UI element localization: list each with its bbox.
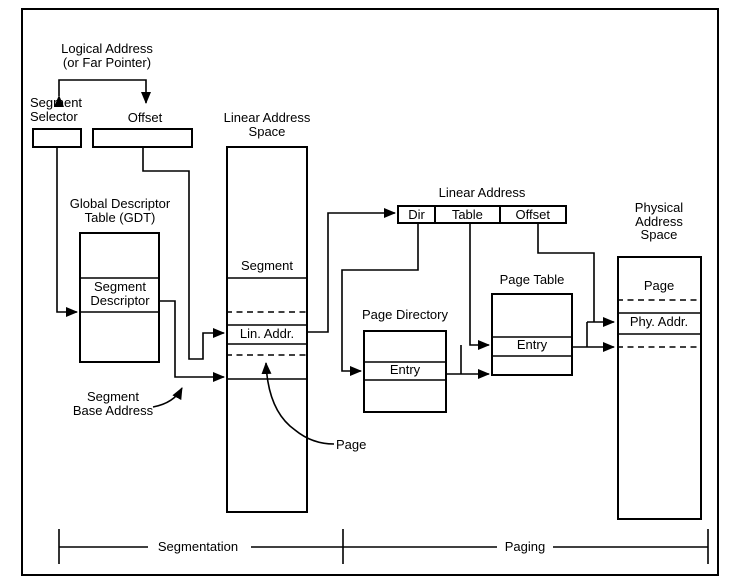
gdt-label: Global Descriptor Table (GDT) <box>69 196 171 225</box>
page-table-box <box>491 293 573 376</box>
lin-addr-row-label: Lin. Addr. <box>239 326 295 341</box>
linear-address-space-label: Linear Address Space <box>223 110 311 139</box>
page-directory-label: Page Directory <box>362 307 448 322</box>
segment-base-address-label: Segment Base Address <box>72 389 154 418</box>
page-annotation-label: Page <box>336 437 367 452</box>
offset-box <box>92 128 193 148</box>
figure-border <box>21 8 719 576</box>
page-directory-entry-label: Entry <box>389 362 421 377</box>
linear-address-space-box <box>226 146 308 513</box>
physical-address-space-label: Physical Address Space <box>634 200 684 242</box>
segment-selector-label: Segment Selector <box>30 95 83 124</box>
physical-page-row-label: Page <box>643 278 675 293</box>
linear-address-table-cell: Table <box>434 207 498 222</box>
segment-selector-box <box>32 128 82 148</box>
offset-label: Offset <box>127 110 163 125</box>
page-table-entry-label: Entry <box>516 337 548 352</box>
linear-address-label: Linear Address <box>438 185 526 200</box>
linear-address-dir-cell: Dir <box>408 207 425 222</box>
segment-row-label: Segment <box>240 258 294 273</box>
page-table-label: Page Table <box>499 272 565 287</box>
segment-descriptor-label: Segment Descriptor <box>90 279 150 308</box>
physical-address-space-box <box>617 256 702 520</box>
linear-address-row: Dir Table Offset <box>397 205 567 224</box>
linear-address-offset-cell: Offset <box>498 207 565 222</box>
paging-bracket-label: Paging <box>504 539 546 554</box>
segmentation-bracket-label: Segmentation <box>157 539 239 554</box>
phy-addr-row-label: Phy. Addr. <box>629 314 689 329</box>
logical-address-label: Logical Address (or Far Pointer) <box>61 41 153 70</box>
